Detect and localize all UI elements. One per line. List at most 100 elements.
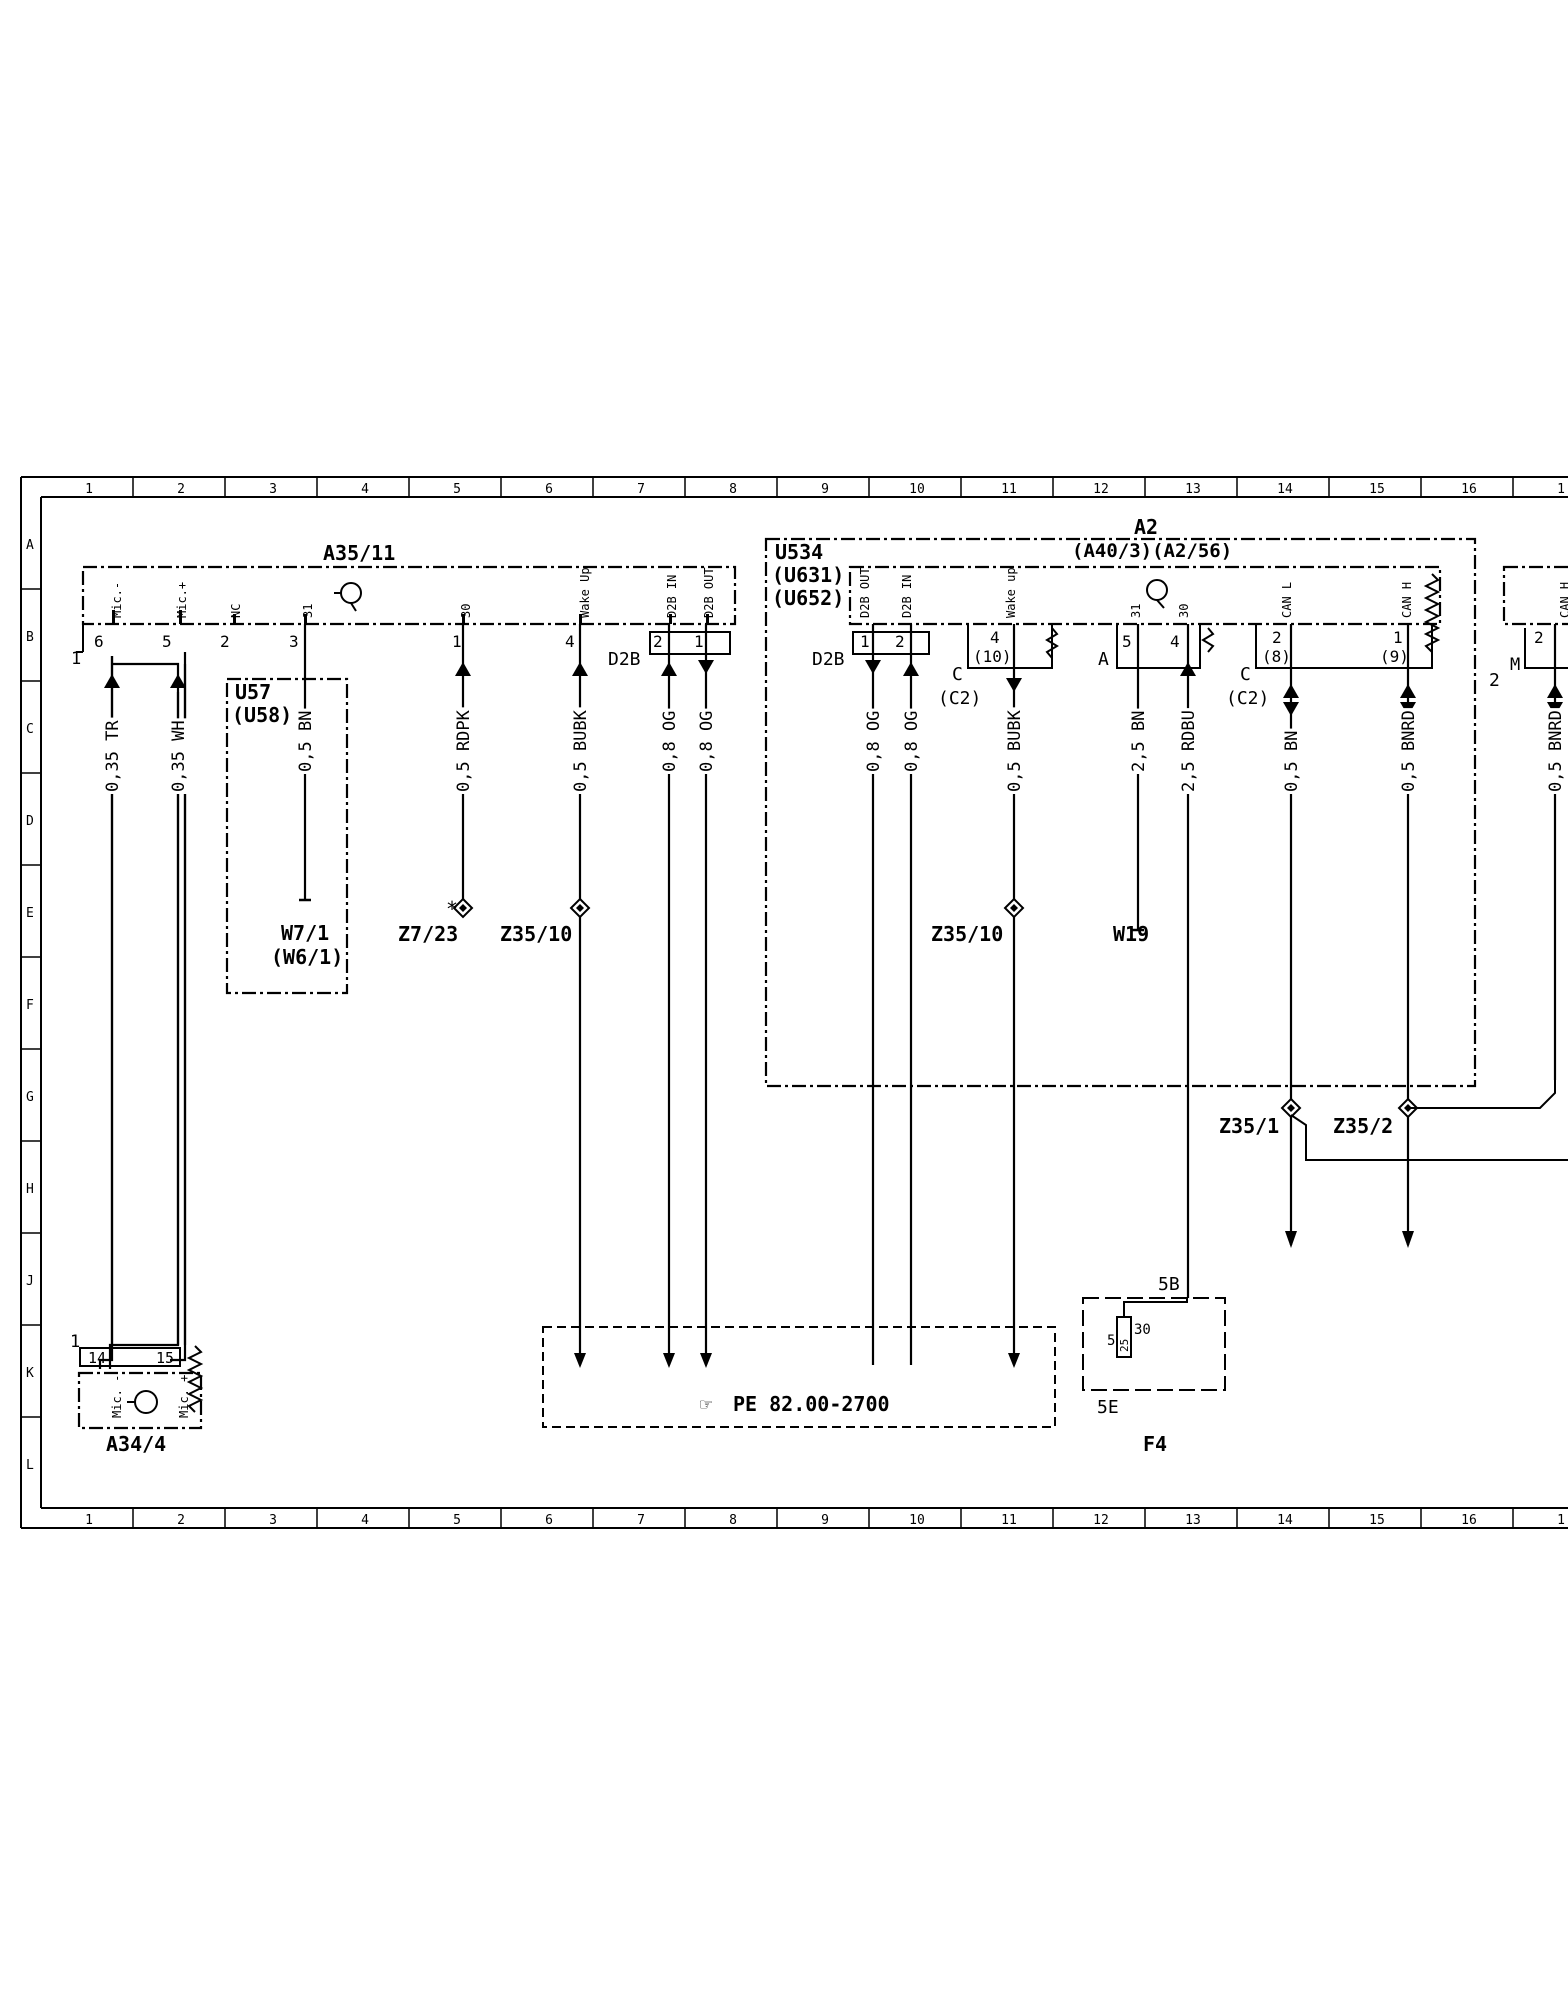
a2-c-label-1: C bbox=[952, 664, 963, 685]
ref-z35-2: Z35/2 bbox=[1333, 1114, 1393, 1138]
wire-13: 0,5 BN bbox=[1280, 624, 1302, 1245]
pin-d2b-in: D2B IN bbox=[665, 575, 679, 618]
a2-d2b-label: D2B bbox=[812, 649, 845, 670]
a2-c2-label-2: (C2) bbox=[1226, 688, 1269, 709]
pin-num-1: 1 bbox=[452, 632, 462, 651]
a35-11-box bbox=[81, 565, 737, 626]
wire-6: 0,8 OG bbox=[658, 624, 680, 1365]
a2-num-4b: 4 bbox=[1170, 632, 1180, 651]
wire-label-2: 0,35 WH bbox=[169, 720, 189, 792]
pin-num-d2b-2: 2 bbox=[653, 632, 663, 651]
a2-pin-can-l: CAN L bbox=[1280, 582, 1294, 618]
f4-title: F4 bbox=[1143, 1432, 1167, 1456]
grid-col-bottom-9: 9 bbox=[821, 1513, 829, 1528]
u57-label: U57 bbox=[235, 680, 271, 704]
wire-12: 2,5 RDBU bbox=[1177, 624, 1199, 1298]
a2-c2-label-1: (C2) bbox=[938, 688, 981, 709]
grid-col-bottom-1: 1 bbox=[85, 1513, 93, 1528]
ref-z35-1: Z35/1 bbox=[1219, 1114, 1279, 1138]
grid-col-bottom-15: 15 bbox=[1369, 1513, 1385, 1528]
grid-col-bottom-16: 16 bbox=[1461, 1513, 1477, 1528]
wire-label-11: 2,5 BN bbox=[1129, 711, 1149, 772]
a35-11-component: A35/11 1 Mic.- Mic.+ NC 31 30 Wake Up D2… bbox=[71, 541, 731, 1369]
grid-col-bottom-5: 5 bbox=[453, 1513, 461, 1528]
ref-star: * bbox=[446, 897, 458, 921]
right-num-2b: 2 bbox=[1489, 670, 1500, 691]
a2-num-5: 5 bbox=[1122, 632, 1132, 651]
pin-mic-plus: Mic.+ bbox=[175, 582, 189, 618]
a2-num-9: (9) bbox=[1380, 647, 1409, 666]
a34-4-num-14: 14 bbox=[88, 1349, 106, 1367]
a34-4-pin-plus: Mic. + bbox=[177, 1375, 191, 1418]
grid-col-bottom-11: 11 bbox=[1001, 1513, 1017, 1528]
grid-col-top-7: 7 bbox=[637, 482, 645, 497]
f4-num-5: 5 bbox=[1107, 1333, 1115, 1349]
wire-label-1: 0,35 TR bbox=[103, 720, 123, 792]
a35-11-d2b-label: D2B bbox=[608, 649, 641, 670]
ref-z7-23: Z7/23 bbox=[398, 922, 458, 946]
pe-reference-text[interactable]: PE 82.00-2700 bbox=[733, 1392, 890, 1416]
a2-num-8: (8) bbox=[1262, 647, 1291, 666]
pin-31: 31 bbox=[301, 604, 315, 618]
wire-9: 0,8 OG bbox=[900, 624, 922, 1365]
wire-label-10: 0,5 BUBK bbox=[1005, 709, 1025, 792]
a2-a-label: A bbox=[1098, 649, 1109, 670]
ref-w7-1: W7/1 bbox=[281, 921, 329, 945]
grid-row-J: J bbox=[26, 1274, 34, 1289]
grid-col-bottom-2: 2 bbox=[177, 1513, 185, 1528]
right-partial-component: CAN H 2 2 M bbox=[1489, 582, 1568, 691]
ref-w19: W19 bbox=[1113, 922, 1149, 946]
grid-col-top-15: 15 bbox=[1369, 482, 1385, 497]
grid-col-bottom-3: 3 bbox=[269, 1513, 277, 1528]
wire-label-15: 0,5 BNRD bbox=[1546, 710, 1566, 792]
pin-30: 30 bbox=[459, 604, 473, 618]
f4-5e: 5E bbox=[1097, 1397, 1119, 1418]
a35-11-title: A35/11 bbox=[323, 541, 395, 565]
right-m-label: M bbox=[1510, 655, 1520, 675]
wire-11: 2,5 BN bbox=[1127, 624, 1149, 932]
a2-num-2: 2 bbox=[895, 632, 905, 651]
grid-row-L: L bbox=[26, 1458, 34, 1473]
u534-label: U534 bbox=[775, 540, 823, 564]
wire-label-3: 0,5 BN bbox=[296, 711, 316, 772]
a2-pin-30: 30 bbox=[1177, 604, 1191, 618]
pe-reference-box bbox=[542, 1326, 1056, 1428]
grid-labels: 1122334455667788991010111112121313141415… bbox=[26, 482, 1565, 1528]
grid-row-H: H bbox=[26, 1182, 34, 1197]
a34-4-num-15: 15 bbox=[156, 1349, 174, 1367]
ref-z35-10-a: Z35/10 bbox=[500, 922, 572, 946]
grid-row-F: F bbox=[26, 998, 34, 1013]
a2-num-1b: 1 bbox=[1393, 628, 1403, 647]
grid-row-E: E bbox=[26, 906, 34, 921]
wire-label-5: 0,5 BUBK bbox=[571, 709, 591, 792]
wire-5: 0,5 BUBK bbox=[569, 624, 591, 1365]
wire-label-8: 0,8 OG bbox=[864, 711, 884, 772]
frame bbox=[20, 476, 1568, 1529]
wire-15: 0,5 BNRD bbox=[1544, 624, 1566, 1080]
grid-col-top-12: 12 bbox=[1093, 482, 1109, 497]
grid-row-D: D bbox=[26, 814, 34, 829]
grid-col-top-13: 13 bbox=[1185, 482, 1201, 497]
right-num-2a: 2 bbox=[1534, 628, 1544, 647]
a2-c-label-2: C bbox=[1240, 664, 1251, 685]
grid-row-G: G bbox=[26, 1090, 34, 1105]
wire-8: 0,8 OG bbox=[862, 624, 884, 1365]
pin-num-3: 3 bbox=[289, 632, 299, 651]
a2-pin-can-h: CAN H bbox=[1400, 582, 1414, 618]
wire-label-4: 0,5 RDPK bbox=[454, 709, 474, 792]
grid-col-top-11: 11 bbox=[1001, 482, 1017, 497]
grid-col-top-16: 16 bbox=[1461, 482, 1477, 497]
a34-4-component: 1 14 15 Mic. - Mic. + A34/4 bbox=[70, 1332, 204, 1456]
f4-fuse-25: 25 bbox=[1118, 1339, 1131, 1352]
f4-5b: 5B bbox=[1158, 1274, 1180, 1295]
a2-num-1: 1 bbox=[860, 632, 870, 651]
grid-col-bottom-13: 13 bbox=[1185, 1513, 1201, 1528]
wire-label-7: 0,8 OG bbox=[697, 711, 717, 772]
grid-col-bottom-7: 7 bbox=[637, 1513, 645, 1528]
grid-col-top-9: 9 bbox=[821, 482, 829, 497]
a35-11-conn-label: 1 bbox=[71, 649, 81, 669]
wire-4: 0,5 RDPK bbox=[452, 624, 474, 919]
pin-num-2: 2 bbox=[220, 632, 230, 651]
grid-col-top-14: 14 bbox=[1277, 482, 1293, 497]
